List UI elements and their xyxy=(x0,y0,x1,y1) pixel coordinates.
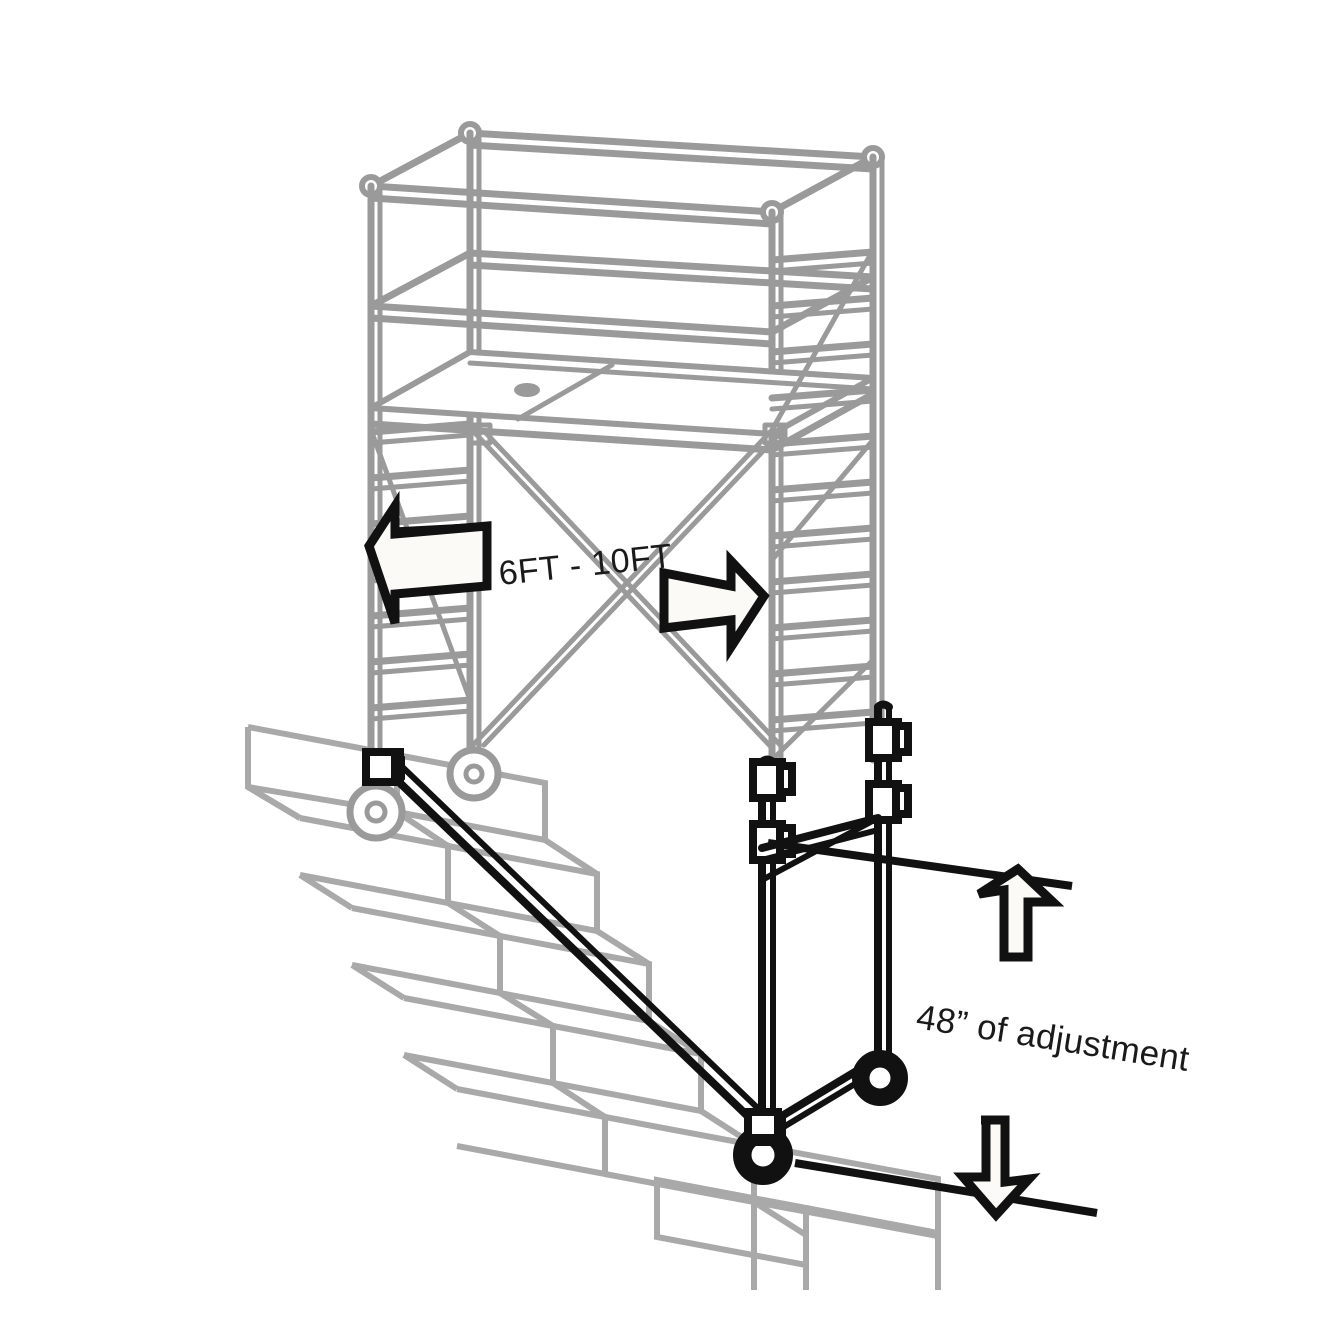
right-ladder-frame xyxy=(768,247,885,764)
work-platform-deck xyxy=(367,349,877,454)
x-cross-brace xyxy=(467,422,788,751)
leg-clamp-collar xyxy=(865,780,912,824)
brace-clamp-lower xyxy=(744,1108,782,1142)
leg-clamp-collar xyxy=(865,718,912,762)
leader-line-bottom xyxy=(794,1159,1098,1217)
leg-clamp-collar xyxy=(749,758,796,802)
stair-stabilizer-brace xyxy=(362,748,782,1142)
arrow-left-icon xyxy=(364,490,492,625)
caster-wheel xyxy=(446,746,502,802)
caster-wheel xyxy=(852,1050,908,1106)
arrow-up-icon xyxy=(976,863,1065,962)
arrow-right-icon xyxy=(659,549,770,663)
arrow-down-icon xyxy=(953,1115,1041,1222)
deck-hatch-handle xyxy=(514,383,540,397)
caster-wheel xyxy=(346,782,406,842)
